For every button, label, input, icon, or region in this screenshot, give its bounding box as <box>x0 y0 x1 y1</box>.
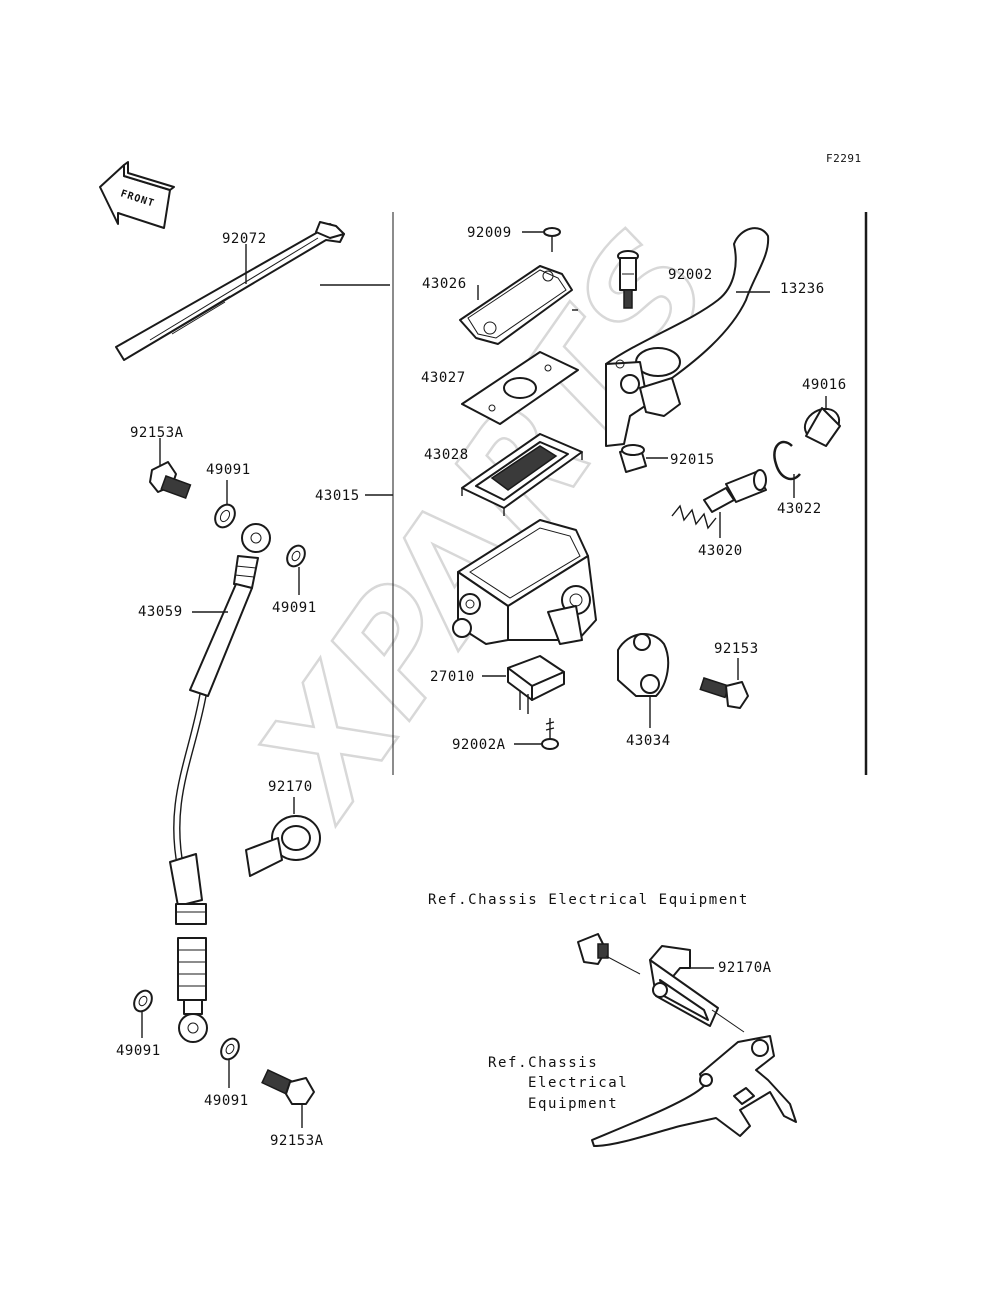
part-label-43015: 43015 <box>315 488 360 504</box>
piston-assembly <box>671 469 767 538</box>
part-label-43027: 43027 <box>421 370 466 386</box>
ref-label-bottom-line2: Electrical <box>528 1075 628 1091</box>
part-label-92170: 92170 <box>268 779 313 795</box>
lever-arm <box>591 1035 797 1147</box>
part-label-92002a: 92002A <box>452 737 506 753</box>
part-label-43028: 43028 <box>424 447 469 463</box>
part-label-92170a: 92170A <box>718 960 772 976</box>
part-label-49091-bottom-mid: 49091 <box>204 1093 249 1109</box>
piston-boot <box>803 396 841 447</box>
reservoir-cap <box>459 265 573 345</box>
washer-bottom-mid <box>220 1037 240 1088</box>
part-label-43059: 43059 <box>138 604 183 620</box>
master-cylinder-body <box>452 519 597 645</box>
part-label-43026: 43026 <box>422 276 467 292</box>
circlip <box>773 440 801 498</box>
lever-bushing <box>619 444 668 473</box>
part-label-92153a-bottom: 92153A <box>270 1133 324 1149</box>
master-cylinder-holder <box>617 632 670 728</box>
banjo-bolt-bottom <box>261 1069 315 1128</box>
assembly-bracket <box>365 212 868 775</box>
part-label-92153a-top: 92153A <box>130 425 184 441</box>
ref-label-bottom-line3: Equipment <box>528 1096 618 1112</box>
holder-bolt <box>699 658 749 709</box>
part-label-92072: 92072 <box>222 231 267 247</box>
part-label-49091-bottom-left: 49091 <box>116 1043 161 1059</box>
part-label-92015: 92015 <box>670 452 715 468</box>
part-label-49091-mid: 49091 <box>272 600 317 616</box>
lever-pivot-bolt <box>617 250 639 309</box>
switch-bracket <box>577 933 745 1033</box>
brake-lever <box>605 227 770 447</box>
part-label-49016: 49016 <box>802 377 847 393</box>
part-label-13236: 13236 <box>780 281 825 297</box>
reservoir-plate <box>461 351 579 425</box>
brake-hose <box>169 523 271 1043</box>
part-label-43020: 43020 <box>698 543 743 559</box>
ref-label-top: Ref.Chassis Electrical Equipment <box>428 892 749 908</box>
part-label-43022: 43022 <box>777 501 822 517</box>
ref-label-bottom-line1: Ref.Chassis <box>488 1055 598 1071</box>
banjo-bolt-top <box>149 438 192 500</box>
washer-bottom-left <box>133 989 153 1038</box>
figure-code: F2291 <box>826 152 862 165</box>
leader-lines <box>320 284 578 311</box>
hose-clamp <box>245 797 321 877</box>
switch-screw <box>514 718 559 750</box>
washer-top <box>214 480 236 529</box>
part-label-27010: 27010 <box>430 669 475 685</box>
reservoir-diaphragm <box>461 433 583 516</box>
part-label-92002: 92002 <box>668 267 713 283</box>
front-arrow-icon: FRONT <box>99 161 175 229</box>
brake-switch <box>482 655 565 714</box>
washer-mid <box>286 544 306 595</box>
cable-tie <box>115 221 345 361</box>
reservoir-screw <box>522 227 561 252</box>
part-label-43034: 43034 <box>626 733 671 749</box>
part-label-92009: 92009 <box>467 225 512 241</box>
part-label-49091-top: 49091 <box>206 462 251 478</box>
part-label-92153: 92153 <box>714 641 759 657</box>
